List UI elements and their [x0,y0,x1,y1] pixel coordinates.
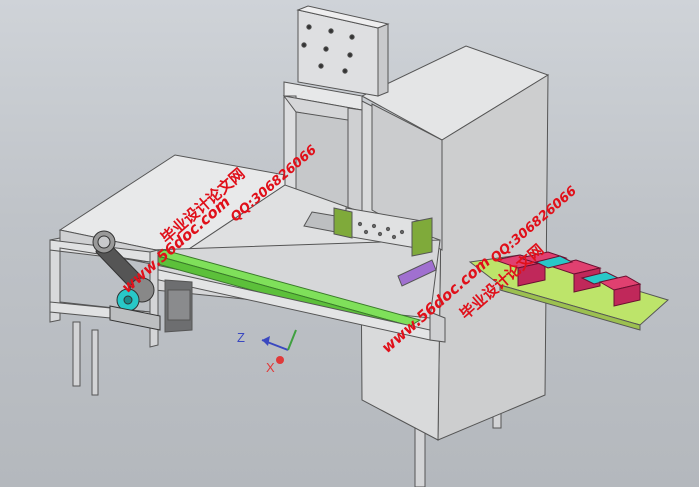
axis-triad [261,329,297,364]
axis-label-z: Z [237,330,245,345]
belt-drive [92,230,161,331]
top-motor-box [296,5,390,97]
axis-label-x: X [266,360,275,375]
slide-carriage [303,207,437,287]
pcb-blocks [493,251,642,307]
